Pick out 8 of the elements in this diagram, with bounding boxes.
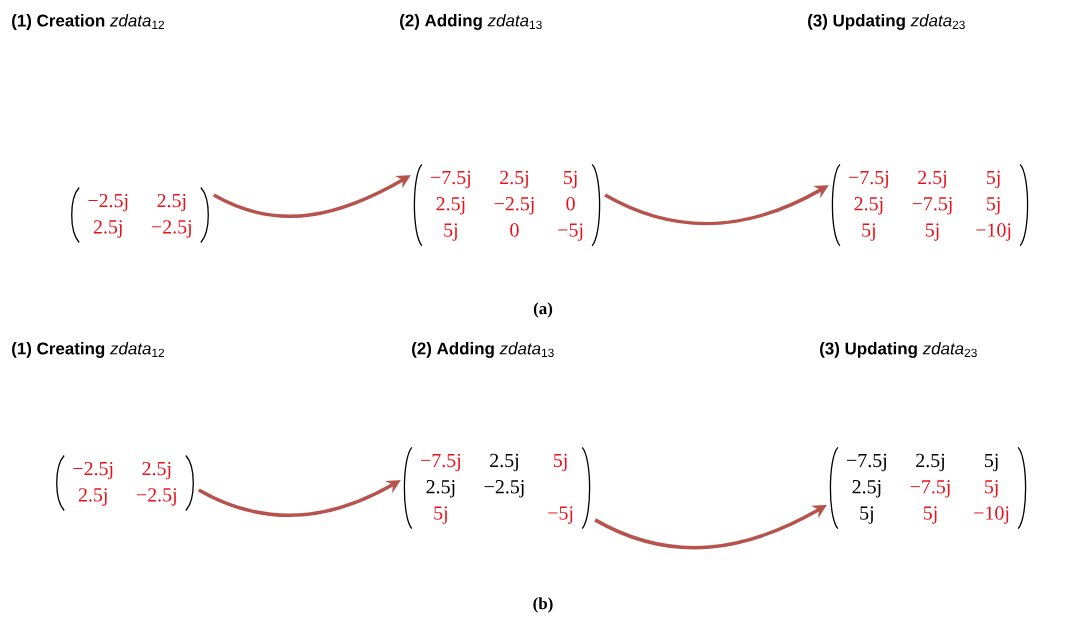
caption: (a) — [533, 302, 553, 318]
matrix: (1) Creating zdata$_{12}$ −2.5j 2.5j 2.5j −2.5j — [12, 342, 194, 512]
matrix: (2) Adding zdata$_{13}$ −7.5j 2.5j 5j 2.5j −2.5j 0 5j 0 −5j — [400, 14, 601, 247]
matrix: (3) Updating zdata$_{23}$ −7.5j 2.5j 5j 2.5j −7.5j 5j 5j 5j −10j — [808, 14, 1029, 247]
matrix: (2) Adding zdata$_{13}$ −7.5j 2.5j 5j 2.5j −2.5j 5j −5j — [403, 342, 591, 530]
matrix: (1) Creation zdata$_{12}$ −2.5j 2.5j 2.5j −2.5j — [12, 14, 209, 244]
matrix: (3) Updating zdata$_{23}$ −7.5j 2.5j 5j 2.5j −7.5j 5j 5j 5j −10j — [820, 342, 1027, 530]
caption: (b) — [533, 597, 553, 613]
